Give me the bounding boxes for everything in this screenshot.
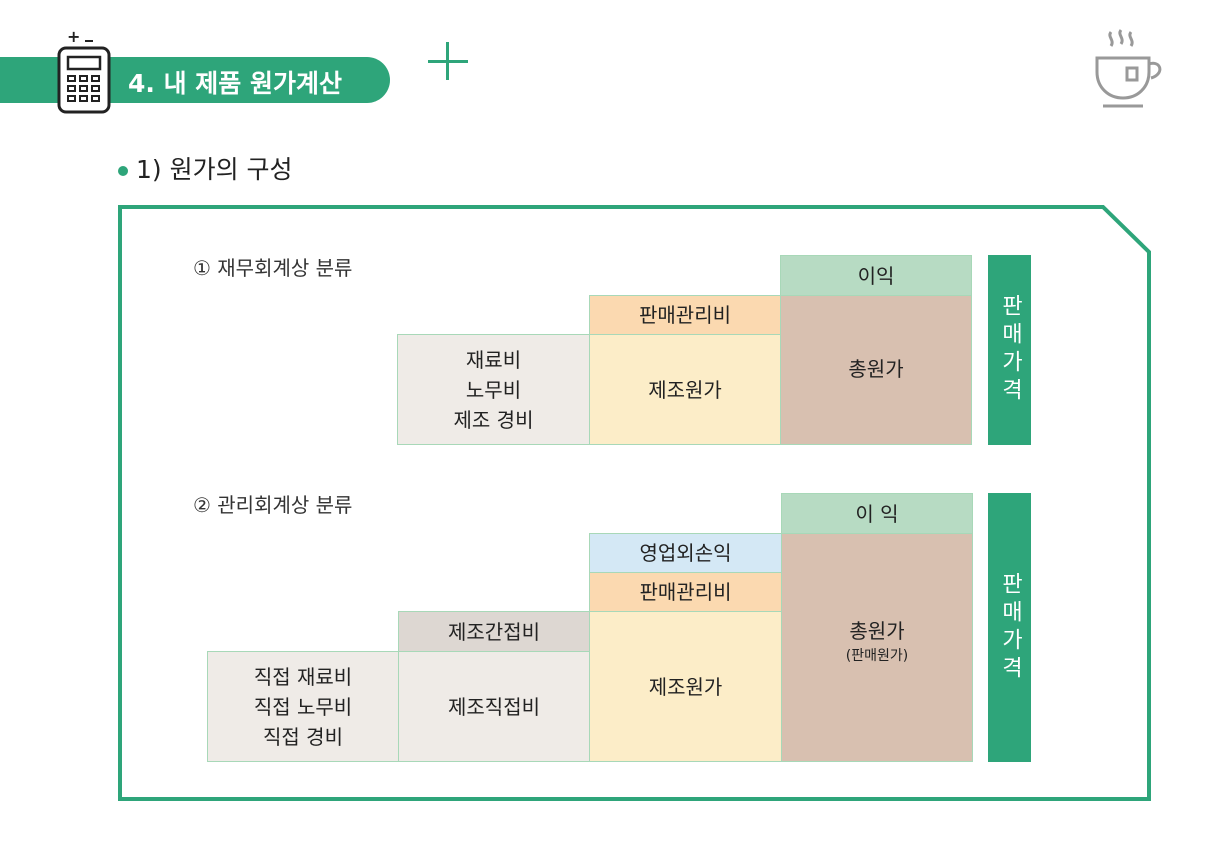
d2-direct-item: 직접 재료비 xyxy=(253,664,353,689)
subsection-text: 1) 원가의 구성 xyxy=(136,155,293,184)
d2-total-cost-note: (판매원가) xyxy=(845,648,909,664)
diagram1-heading: ① 재무회계상 분류 xyxy=(193,256,353,280)
d2-mfg-cost: 제조원가 xyxy=(589,611,782,762)
svg-text:+: + xyxy=(67,28,80,46)
d2-direct-item: 직접 노무비 xyxy=(253,694,353,719)
d2-total-cost-label: 총원가 xyxy=(849,619,905,643)
d2-non-operating: 영업외손익 xyxy=(589,533,782,573)
d1-material-item: 제조 경비 xyxy=(453,407,534,432)
d1-total-cost: 총원가 xyxy=(780,295,972,445)
bullet-icon xyxy=(118,166,128,176)
d1-sales-price: 판매가격 xyxy=(988,255,1031,445)
d1-mfg-cost: 제조원가 xyxy=(589,334,781,445)
tea-cup-icon xyxy=(1095,29,1162,108)
d1-profit: 이익 xyxy=(780,255,972,296)
diagram2-heading: ② 관리회계상 분류 xyxy=(193,493,353,517)
plus-icon xyxy=(428,42,468,80)
d1-material-item: 노무비 xyxy=(465,377,522,402)
section-title: 4. 내 제품 원가계산 xyxy=(128,69,343,98)
d1-material-item: 재료비 xyxy=(465,347,522,372)
d2-indirect: 제조간접비 xyxy=(398,611,590,652)
d2-profit: 이 익 xyxy=(781,493,973,534)
d2-direct-item: 직접 경비 xyxy=(263,724,343,749)
d1-sga: 판매관리비 xyxy=(589,295,781,335)
d2-sga: 판매관리비 xyxy=(589,572,782,612)
d2-sales-price: 판매가격 xyxy=(988,493,1031,762)
d2-total-cost: 총원가 (판매원가) xyxy=(781,533,973,762)
calculator-icon: + xyxy=(57,28,111,114)
subsection-heading: 1) 원가의 구성 xyxy=(118,150,293,186)
d2-direct: 제조직접비 xyxy=(398,651,590,762)
